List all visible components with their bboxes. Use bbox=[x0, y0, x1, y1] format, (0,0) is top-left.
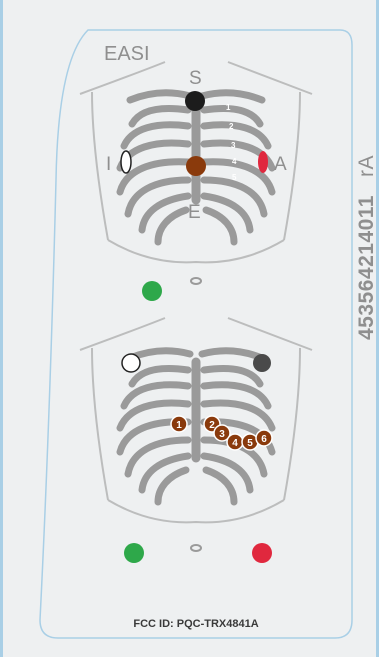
electrode-e-letter: E bbox=[188, 202, 201, 223]
bottom-clavicles bbox=[130, 351, 262, 358]
electrode-a-letter: A bbox=[274, 154, 287, 175]
rib-number: 5 bbox=[232, 173, 237, 182]
rib-number: 2 bbox=[229, 122, 234, 131]
revision-code: rA bbox=[355, 155, 378, 177]
electrode-e bbox=[186, 156, 206, 176]
system-name-label: EASI bbox=[104, 43, 150, 65]
electrode-left-leg bbox=[252, 543, 272, 563]
chest-electrode: 6 bbox=[256, 430, 272, 446]
electrode-i bbox=[121, 151, 131, 173]
rib-number: 1 bbox=[226, 103, 231, 112]
svg-text:3: 3 bbox=[219, 429, 225, 440]
electrode-i-letter: I bbox=[106, 154, 111, 175]
svg-text:6: 6 bbox=[261, 434, 267, 445]
rib-number: 3 bbox=[231, 141, 236, 150]
svg-text:1: 1 bbox=[176, 420, 182, 431]
electrode-s-letter: S bbox=[189, 68, 202, 89]
rib-number: 4 bbox=[232, 157, 237, 166]
electrode-a bbox=[258, 151, 268, 173]
part-number: 453564214011 bbox=[355, 195, 378, 340]
bottom-figure: 1 2 3 4 5 6 bbox=[80, 318, 312, 563]
electrode-s bbox=[185, 91, 205, 111]
top-figure: 1 2 3 4 5 EASI S E I A bbox=[80, 43, 312, 301]
electrode-right-arm bbox=[122, 354, 140, 372]
electrode-ground bbox=[142, 281, 162, 301]
electrode-right-leg bbox=[124, 543, 144, 563]
chest-electrode: 4 bbox=[227, 434, 243, 450]
fcc-id-label: FCC ID: PQC-TRX4841A bbox=[133, 618, 258, 630]
electrode-left-arm bbox=[253, 354, 271, 372]
svg-text:4: 4 bbox=[232, 438, 238, 449]
part-number-vertical: 453564214011 rA bbox=[355, 155, 379, 340]
svg-text:5: 5 bbox=[247, 438, 253, 449]
chest-electrode: 1 bbox=[171, 416, 187, 432]
bottom-navel bbox=[191, 545, 201, 551]
top-navel bbox=[191, 278, 201, 284]
